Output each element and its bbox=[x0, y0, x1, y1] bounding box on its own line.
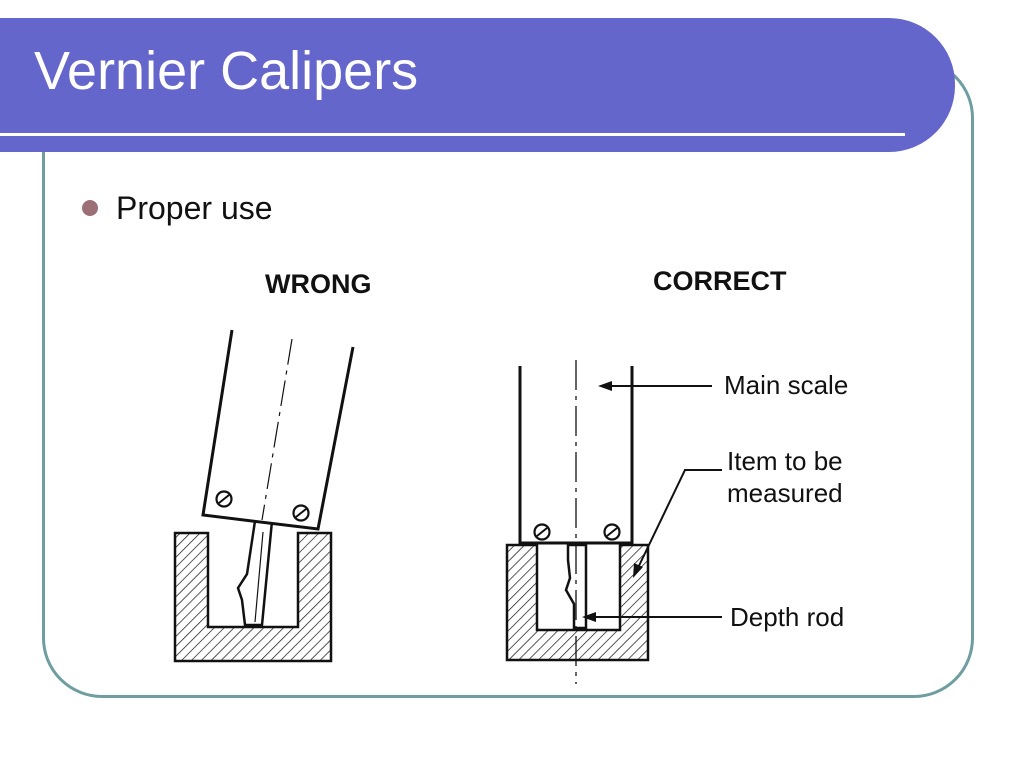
wrong-caliper-beam bbox=[201, 329, 355, 531]
slide-title: Vernier Calipers bbox=[34, 41, 419, 101]
item-label-line2: measured bbox=[727, 478, 843, 508]
depth-rod-label: Depth rod bbox=[730, 602, 844, 632]
item-leader bbox=[633, 469, 722, 578]
bullet-text: Proper use bbox=[116, 190, 273, 226]
main-scale-label: Main scale bbox=[724, 370, 848, 400]
title-underline bbox=[0, 133, 905, 136]
wrong-illustration bbox=[173, 329, 355, 663]
bullet-item: Proper use bbox=[82, 192, 273, 224]
title-bar bbox=[0, 18, 955, 152]
wrong-depth-rod bbox=[236, 519, 274, 627]
main-scale-leader bbox=[598, 381, 712, 391]
item-label-line1: Item to be bbox=[727, 446, 843, 476]
correct-heading: CORRECT bbox=[653, 266, 787, 296]
depth-rod-leader bbox=[582, 612, 722, 622]
wrong-heading: WRONG bbox=[265, 269, 371, 299]
wrong-block bbox=[173, 531, 333, 663]
bullet-dot-icon bbox=[82, 200, 98, 216]
correct-illustration bbox=[505, 360, 722, 684]
correct-block bbox=[505, 543, 650, 662]
correct-caliper-beam bbox=[518, 366, 634, 545]
correct-depth-rod bbox=[564, 543, 588, 630]
